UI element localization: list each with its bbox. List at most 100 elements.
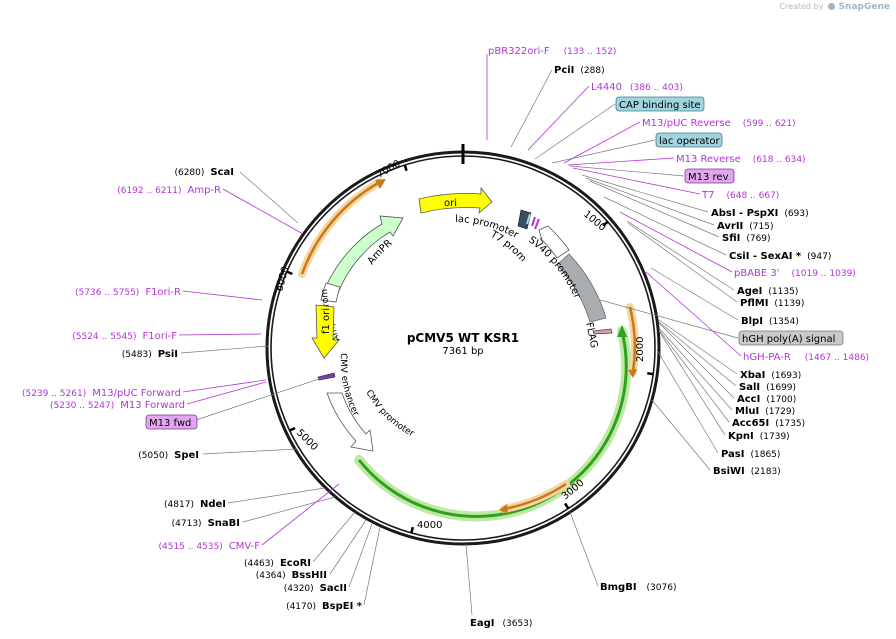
site-label[interactable]: AgeI(1135) — [737, 286, 798, 297]
site-label[interactable]: (5050)SpeI — [138, 450, 199, 461]
backbone-tick-mark — [286, 270, 293, 276]
primer-label[interactable]: T7(648 .. 667) — [701, 190, 779, 201]
site-label[interactable]: Acc65I(1735) — [732, 418, 805, 429]
box-label: lac operator — [659, 136, 720, 147]
site-label[interactable]: MluI(1729) — [735, 406, 795, 417]
site-label[interactable]: PciI(288) — [554, 65, 605, 76]
primer-leader-line — [186, 381, 267, 405]
site-label[interactable]: AbsI - PspXI(693) — [711, 208, 809, 219]
site-label[interactable]: KpnI(1739) — [728, 431, 790, 442]
primer-leader-line — [619, 211, 733, 273]
box-leader-line — [551, 139, 656, 164]
site-label[interactable]: CsiI - SexAI *(947) — [729, 251, 831, 262]
feature-lac-operator-mark — [526, 213, 531, 225]
feature-label-cmv-promoter: CMV promoter — [363, 388, 415, 439]
primer-leader-line — [645, 271, 742, 357]
boxed-feature-labels: CAP binding site lac operator M13 rev hG… — [145, 96, 844, 430]
feature-m13-fwd[interactable] — [317, 372, 336, 381]
feature-label-f1-ori: f1 ori — [321, 308, 332, 334]
primer-label[interactable]: hGH-PA-R(1467 .. 1486) — [743, 352, 869, 363]
feature-label-t7-promoter: T7 promoter — [0, 0, 528, 264]
box-m13-rev[interactable]: M13 rev — [684, 168, 735, 184]
site-label[interactable]: AvrII(715) — [717, 221, 773, 232]
feature-hgh-polya[interactable] — [556, 253, 607, 323]
site-leader-line — [239, 171, 299, 224]
site-label[interactable]: (6280)ScaI — [174, 167, 234, 178]
feature-orange-bottom[interactable] — [503, 482, 567, 511]
box-label: M13 fwd — [149, 418, 191, 429]
backbone-tick-mark — [410, 526, 415, 534]
feature-flag[interactable] — [592, 328, 613, 335]
site-label[interactable]: (4713)SnaBI — [172, 518, 240, 529]
backbone-tick-mark — [647, 372, 654, 376]
feature-sv40-promoter[interactable] — [538, 225, 570, 259]
feature-lac-cluster[interactable] — [517, 209, 532, 230]
site-label[interactable]: (4463)EcoRI — [244, 558, 311, 569]
tick-label-7000: 7000 — [375, 158, 403, 180]
site-leader-line — [658, 322, 735, 399]
site-label[interactable]: PasI(1865) — [721, 449, 780, 460]
site-label[interactable]: BmgBI(3076) — [600, 582, 676, 593]
feature-orange-left[interactable] — [300, 180, 381, 275]
site-label[interactable]: SalI(1699) — [739, 382, 796, 393]
site-leader-line — [465, 543, 473, 616]
site-leader-line — [650, 267, 739, 321]
site-leader-line — [202, 448, 298, 455]
snapgene-credit: Created by SnapGene — [779, 2, 890, 12]
orange-arrowhead-icon — [499, 504, 508, 514]
backbone-tick-mark — [602, 220, 609, 227]
primer-label[interactable]: (5524 .. 5545)F1ori-F — [72, 331, 177, 342]
site-leader-line — [658, 329, 730, 423]
plasmid-size: 7361 bp — [442, 346, 483, 357]
primer-leader-lines — [178, 54, 742, 546]
site-label[interactable]: BlpI(1354) — [741, 316, 799, 327]
site-leader-line — [312, 511, 356, 563]
site-label[interactable]: (4320)SacII — [284, 583, 347, 594]
site-label[interactable]: (5483)PsiI — [122, 349, 178, 360]
site-leader-line — [242, 496, 336, 523]
primer-label[interactable]: pBR322ori-F(133 .. 152) — [488, 46, 616, 57]
box-m13-fwd[interactable]: M13 fwd — [145, 414, 198, 430]
box-lac-operator[interactable]: lac operator — [655, 132, 723, 148]
site-label[interactable]: PflMI(1139) — [740, 298, 804, 309]
site-label[interactable]: (4170)BspEI * — [286, 601, 363, 612]
box-cap-binding-site[interactable]: CAP binding site — [615, 96, 705, 112]
site-label[interactable]: XbaI(1693) — [740, 370, 801, 381]
site-label[interactable]: (4817)NdeI — [164, 499, 226, 510]
primer-label[interactable]: (6192 .. 6211)Amp-R — [117, 185, 221, 196]
primer-label[interactable]: M13/pUC Reverse(599 .. 621) — [642, 118, 796, 129]
primer-label[interactable]: (5239 .. 5261)M13/pUC Forward — [22, 388, 181, 399]
primer-leader-line — [261, 483, 340, 546]
backbone-tick-mark — [564, 502, 570, 510]
site-label[interactable]: BsiWI(2183) — [713, 466, 781, 477]
restriction-sites: PciI(288) AbsI - PspXI(693) AvrII(715) S… — [122, 65, 832, 629]
feature-ampr-promoter[interactable] — [320, 282, 341, 303]
feature-layer: ori AmPR AmpR promoter f1 ori CMV enhanc… — [0, 0, 639, 522]
primer-label[interactable]: L4440(386 .. 403) — [591, 82, 683, 93]
feature-ori[interactable] — [418, 186, 493, 215]
primer-leader-line — [222, 188, 304, 235]
primer-label[interactable]: (5736 .. 5755)F1ori-R — [75, 287, 181, 298]
primer-label[interactable]: (4515 .. 4535)CMV-F — [158, 541, 260, 552]
feature-cmv-enhancer[interactable] — [326, 392, 374, 452]
site-leader-line — [651, 399, 711, 471]
box-hgh-polya-signal[interactable]: hGH poly(A) signal — [738, 330, 844, 346]
primer-label[interactable]: pBABE 3'(1019 .. 1039) — [734, 268, 856, 279]
site-leader-line — [658, 330, 726, 436]
snapgene-logo-icon — [828, 3, 836, 10]
feature-label-ori: ori — [444, 198, 457, 209]
site-leader-line — [627, 222, 738, 303]
feature-orange-right[interactable] — [628, 306, 637, 373]
feature-ampr[interactable] — [321, 215, 404, 297]
site-leader-line — [658, 319, 738, 375]
primer-label[interactable]: M13 Reverse(618 .. 634) — [676, 154, 806, 165]
backbone-tick-mark — [289, 426, 296, 432]
primer-label[interactable]: (5230 .. 5247)M13 Forward — [50, 400, 185, 411]
feature-f1-ori[interactable] — [311, 304, 340, 359]
feature-label-flag: FLAG — [583, 321, 599, 349]
site-label[interactable]: AccI(1700) — [737, 394, 796, 405]
site-label[interactable]: SfiI(769) — [722, 233, 771, 244]
site-label[interactable]: EagI(3653) — [470, 618, 532, 629]
site-label[interactable]: (4364)BssHII — [256, 570, 327, 581]
